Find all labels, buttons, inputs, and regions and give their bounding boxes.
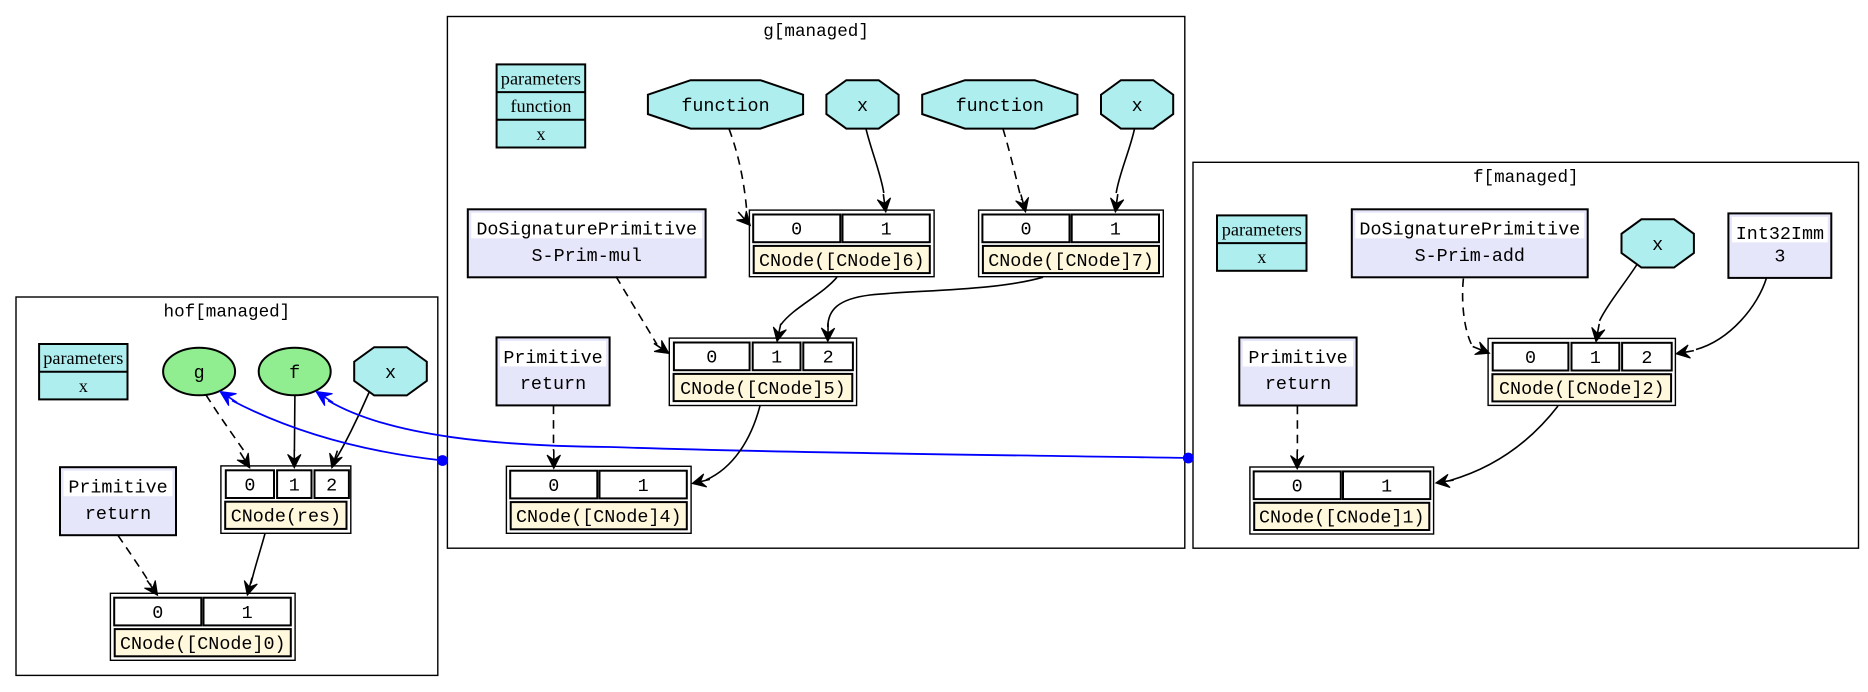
- svg-text:1: 1: [1110, 220, 1121, 241]
- svg-text:x: x: [857, 96, 868, 117]
- svg-text:CNode([CNode]5): CNode([CNode]5): [680, 379, 846, 400]
- svg-text:1: 1: [242, 603, 253, 624]
- svg-text:0: 0: [244, 475, 255, 496]
- svg-text:3: 3: [1774, 247, 1785, 268]
- svg-text:1: 1: [771, 348, 782, 369]
- svg-text:x: x: [1257, 247, 1266, 267]
- svg-text:f: f: [289, 363, 300, 384]
- svg-text:1: 1: [881, 220, 892, 241]
- svg-text:1: 1: [638, 476, 649, 497]
- svg-text:0: 0: [1292, 477, 1303, 498]
- svg-text:parameters: parameters: [1222, 219, 1302, 239]
- svg-text:S-Prim-add: S-Prim-add: [1415, 246, 1525, 267]
- svg-text:return: return: [520, 374, 586, 395]
- svg-text:function: function: [681, 96, 769, 117]
- svg-text:2: 2: [326, 475, 337, 496]
- svg-text:hof[managed]: hof[managed]: [164, 303, 291, 323]
- svg-text:return: return: [85, 504, 151, 525]
- svg-text:0: 0: [548, 476, 559, 497]
- svg-text:Primitive: Primitive: [68, 478, 167, 499]
- svg-text:x: x: [1652, 235, 1663, 256]
- svg-text:g[managed]: g[managed]: [763, 22, 869, 42]
- svg-text:parameters: parameters: [501, 69, 581, 89]
- svg-text:return: return: [1265, 374, 1331, 395]
- svg-text:parameters: parameters: [43, 348, 123, 368]
- svg-text:1: 1: [1381, 477, 1392, 498]
- svg-text:CNode([CNode]0): CNode([CNode]0): [120, 634, 286, 655]
- svg-text:0: 0: [152, 603, 163, 624]
- svg-text:DoSignaturePrimitive: DoSignaturePrimitive: [1359, 220, 1580, 241]
- svg-text:f[managed]: f[managed]: [1473, 168, 1579, 188]
- svg-text:Primitive: Primitive: [503, 348, 602, 369]
- svg-text:x: x: [1132, 96, 1143, 117]
- svg-text:1: 1: [1590, 348, 1601, 369]
- svg-text:Int32Imm: Int32Imm: [1736, 224, 1824, 245]
- svg-text:CNode([CNode]2): CNode([CNode]2): [1499, 379, 1665, 400]
- svg-text:x: x: [79, 376, 88, 396]
- svg-text:DoSignaturePrimitive: DoSignaturePrimitive: [476, 220, 697, 241]
- svg-text:2: 2: [823, 348, 834, 369]
- svg-text:0: 0: [791, 220, 802, 241]
- svg-text:S-Prim-mul: S-Prim-mul: [532, 246, 642, 267]
- svg-text:2: 2: [1641, 348, 1652, 369]
- svg-text:0: 0: [706, 348, 717, 369]
- svg-text:CNode([CNode]7): CNode([CNode]7): [988, 251, 1154, 272]
- svg-text:x: x: [536, 124, 545, 144]
- svg-text:CNode([CNode]1): CNode([CNode]1): [1259, 508, 1425, 529]
- svg-text:x: x: [385, 363, 396, 384]
- svg-text:CNode([CNode]6): CNode([CNode]6): [759, 251, 925, 272]
- svg-text:function: function: [510, 96, 571, 116]
- svg-text:1: 1: [289, 475, 300, 496]
- svg-text:CNode(res): CNode(res): [231, 507, 341, 528]
- svg-text:0: 0: [1020, 220, 1031, 241]
- svg-text:0: 0: [1525, 348, 1536, 369]
- svg-text:Primitive: Primitive: [1248, 348, 1347, 369]
- svg-text:g: g: [194, 363, 205, 384]
- svg-text:CNode([CNode]4): CNode([CNode]4): [516, 507, 682, 528]
- svg-text:function: function: [956, 96, 1044, 117]
